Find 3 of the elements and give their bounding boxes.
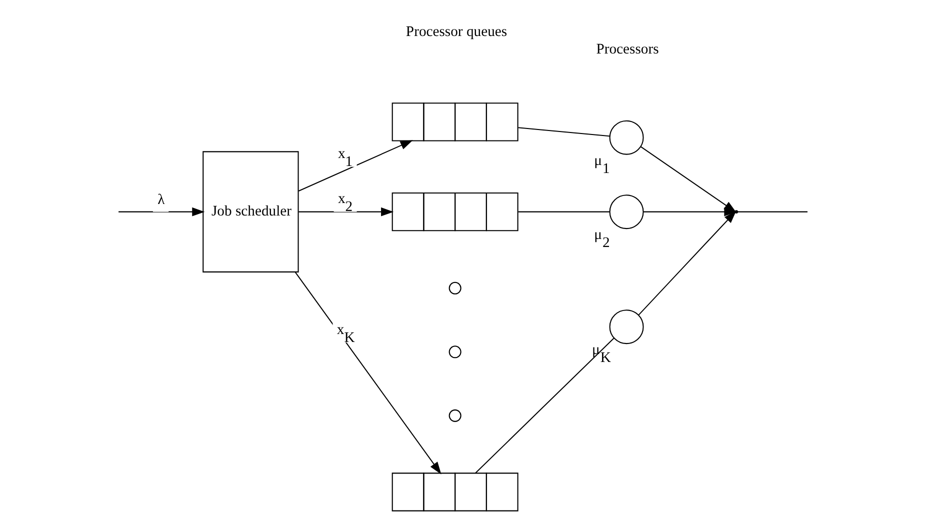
- edge-label: λ: [157, 192, 164, 208]
- label: Processor queues: [405, 23, 507, 40]
- label: Processors: [596, 41, 658, 58]
